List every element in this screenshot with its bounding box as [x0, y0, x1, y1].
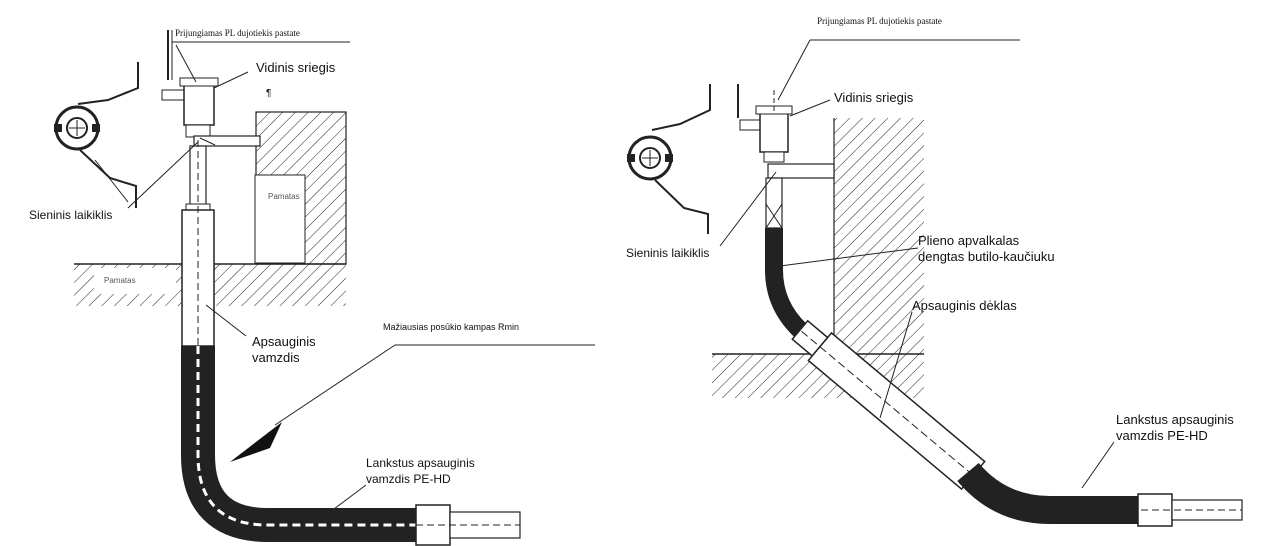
left-min-bend-label: Mažiausias posūkio kampas Rmin — [383, 322, 519, 332]
left-rigid-pipe — [181, 140, 215, 347]
right-leaders — [719, 39, 1115, 489]
right-internal-thread-label: Vidinis sriegis — [834, 90, 914, 105]
left-connected-pipe — [161, 30, 219, 138]
left-internal-thread-label: Vidinis sriegis — [256, 60, 336, 75]
right-flexible-pipe — [957, 462, 1243, 527]
right-steel-casing — [765, 177, 807, 337]
left-leaders — [94, 41, 595, 513]
right-flexible-pipe-label-1: Lankstus apsauginis — [1116, 412, 1234, 427]
right-steel-casing-label-1: Plieno apvalkalas — [918, 233, 1020, 248]
right-steel-casing-label-2: dengtas butilo-kaučiuku — [918, 249, 1055, 264]
left-protective-pipe-label-2: vamzdis — [252, 350, 300, 365]
left-foundation-wall-label: Pamatas — [268, 192, 300, 201]
left-flexible-pipe-label-1: Lankstus apsauginis — [366, 456, 475, 470]
right-clamp-bracket — [627, 84, 711, 234]
left-wall — [254, 111, 347, 265]
left-bracket-arm — [193, 135, 261, 147]
right-wall-bracket-label: Sieninis laikiklis — [626, 246, 709, 260]
left-foundation-ground-label: Pamatas — [104, 276, 136, 285]
left-clamp-bracket — [54, 62, 139, 208]
right-flexible-pipe-label-2: vamzdis PE-HD — [1116, 428, 1208, 443]
right-wall — [833, 118, 924, 354]
left-connected-pipe-label: Prijungiamas PL dujotiekis pastate — [175, 28, 300, 38]
left-protective-pipe-label-1: Apsauginis — [252, 334, 316, 349]
right-connected-pipe-label: Prijungiamas PL dujotiekis pastate — [817, 16, 942, 26]
left-diagram: Prijungiamas PL dujotiekis pastate Vidin… — [29, 28, 595, 546]
left-flexible-pipe-label-2: vamzdis PE-HD — [366, 472, 451, 486]
left-wall-bracket-label: Sieninis laikiklis — [29, 208, 112, 222]
left-flexible-pipe — [181, 346, 521, 546]
right-diagram: Prijungiamas PL dujotiekis pastate Vidin… — [626, 16, 1243, 527]
left-mark-symbol: ¶ — [266, 88, 271, 99]
right-connected-pipe — [737, 84, 793, 163]
right-sleeve-label: Apsauginis dėklas — [912, 298, 1017, 313]
right-bracket-arm — [767, 163, 835, 179]
